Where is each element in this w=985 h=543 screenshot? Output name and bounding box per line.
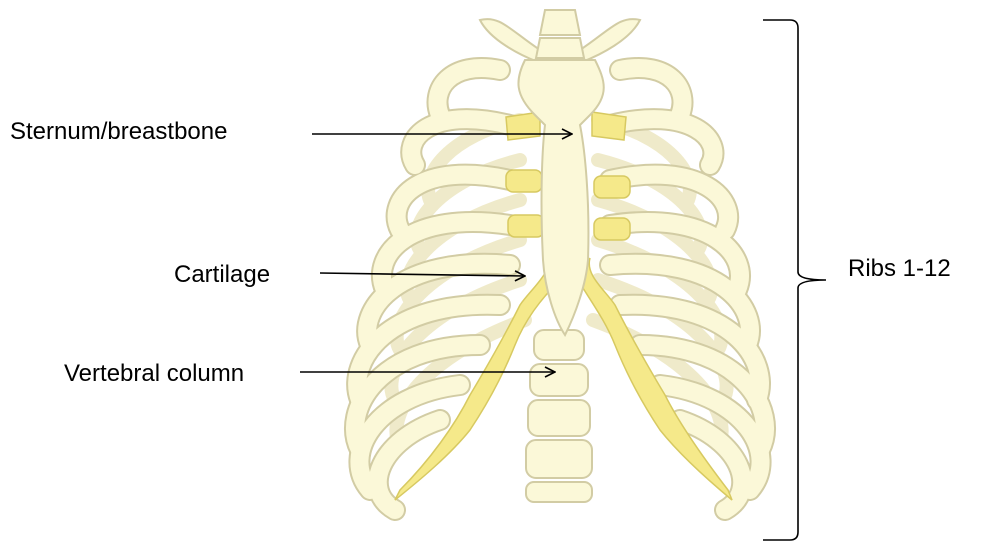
vertebral-column-bones bbox=[526, 330, 592, 502]
ribs-label: Ribs 1-12 bbox=[848, 255, 951, 283]
ribs-brace bbox=[763, 20, 826, 540]
clavicles bbox=[480, 10, 640, 62]
vertebral-column-label: Vertebral column bbox=[64, 360, 244, 388]
cartilage-label: Cartilage bbox=[174, 261, 270, 289]
sternum-label: Sternum/breastbone bbox=[10, 118, 227, 146]
